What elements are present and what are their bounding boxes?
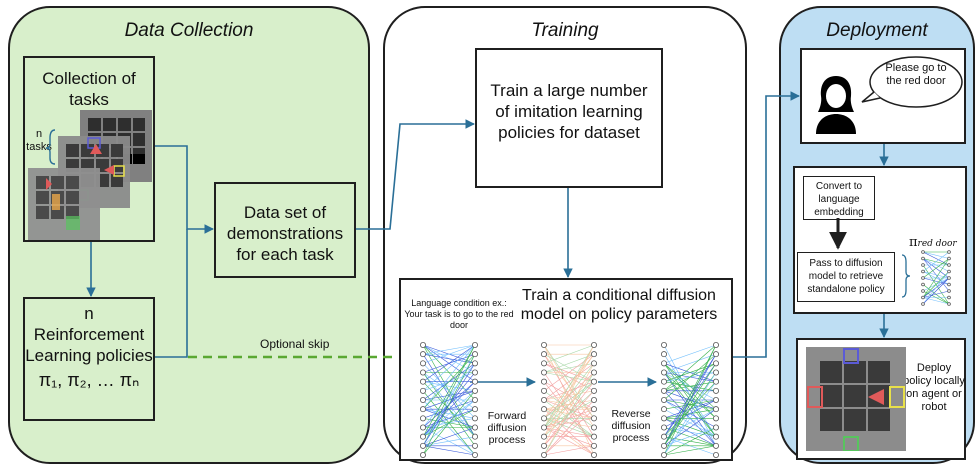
deployment-title: Deployment — [826, 20, 928, 41]
rl-policies-box: n Reinforcement Learning policies π₁, π₂… — [23, 297, 155, 421]
person-icon — [816, 76, 856, 134]
convert-embedding-box: Convert to language embedding — [803, 176, 875, 220]
speech-bubble — [861, 56, 963, 108]
reverse-diffusion-label: Reverse diffusion process — [611, 408, 651, 444]
data-collection-title: Data Collection — [124, 20, 254, 41]
pi-red-door-label: πred door — [909, 232, 957, 255]
language-condition: Language condition ex.: Your task is to … — [404, 298, 514, 330]
forward-diffusion-label: Forward diffusion process — [487, 410, 527, 446]
n-tasks-brace — [45, 129, 56, 165]
task-grid-images — [28, 110, 152, 240]
optional-skip-label: Optional skip — [260, 337, 330, 351]
deploy-label: Deploy policy locally on agent or robot — [903, 362, 965, 413]
imitation-learning-label: Train a large number of imitation learni… — [490, 81, 648, 142]
policy-list: π₁, π₂, … πₙ — [38, 370, 140, 390]
pi-subscript: red door — [917, 239, 957, 249]
pass-diffusion-box: Pass to diffusion model to retrieve stan… — [797, 252, 895, 302]
rl-n-label: n — [84, 304, 94, 323]
speech-text: Please go to the red door — [885, 62, 947, 87]
speech-box: Please go to the red door — [800, 48, 966, 144]
rl-label: Reinforcement Learning policies — [25, 325, 153, 365]
policy-retrieval-box: Convert to language embedding Pass to di… — [793, 166, 967, 314]
dataset-box: Data set of demonstrations for each task — [214, 182, 356, 278]
dataset-label: Data set of demonstrations for each task — [226, 203, 344, 264]
collection-of-tasks-label: Collection of tasks — [42, 69, 136, 109]
n-tasks-label: n tasks — [26, 128, 52, 153]
diffusion-model-box: Train a conditional diffusion model on p… — [399, 278, 733, 461]
training-title: Training — [531, 20, 599, 41]
pi-symbol: π — [909, 235, 918, 250]
imitation-learning-box: Train a large number of imitation learni… — [475, 48, 663, 188]
deploy-grid-image — [806, 347, 906, 451]
diffusion-title: Train a conditional diffusion model on p… — [520, 287, 718, 323]
convert-embedding-label: Convert to language embedding — [814, 181, 864, 218]
task-grid-front — [28, 168, 100, 240]
pass-diffusion-label: Pass to diffusion model to retrieve stan… — [807, 258, 885, 295]
